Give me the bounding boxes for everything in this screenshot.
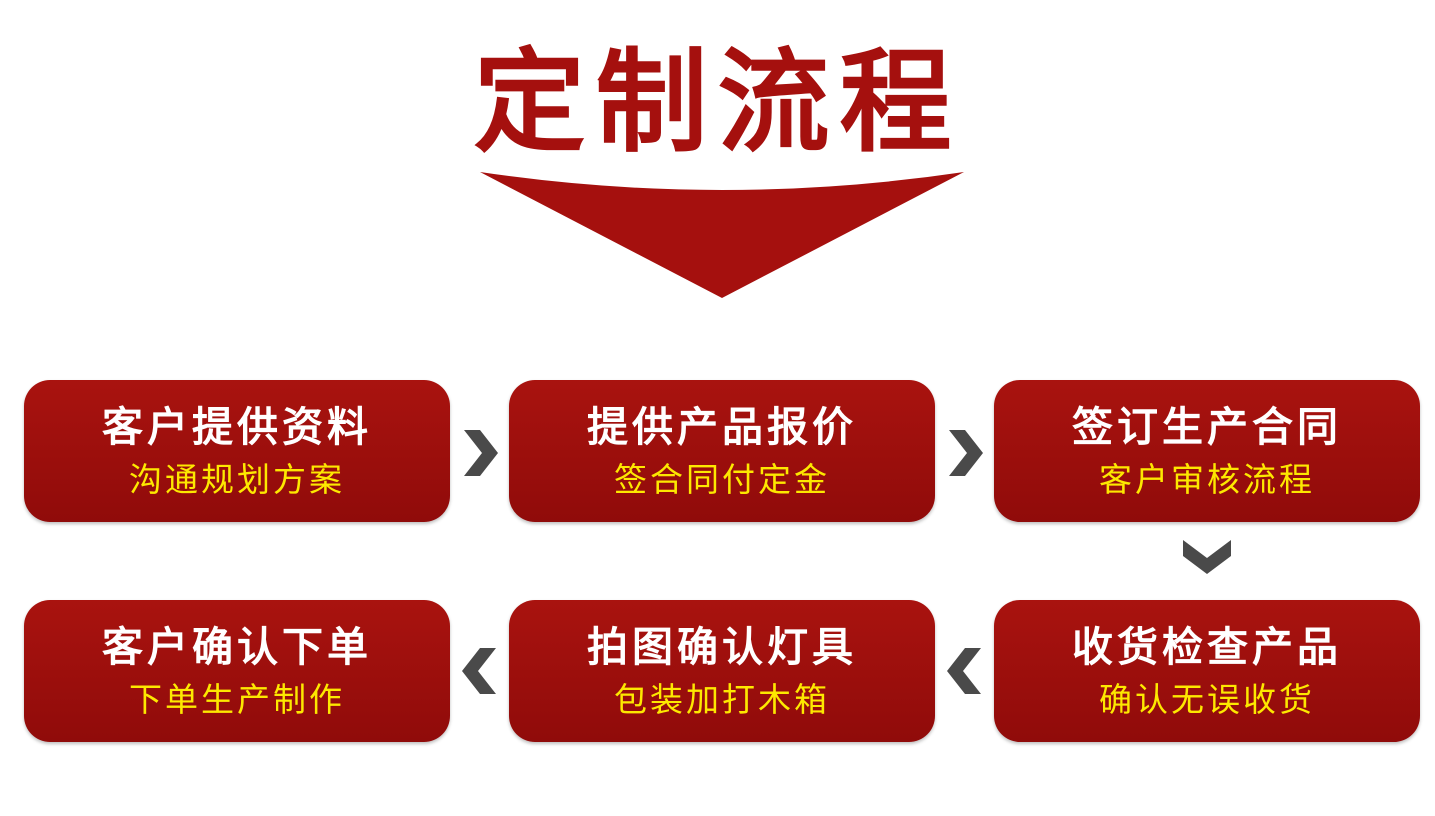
step-subtitle: 客户审核流程 — [1099, 460, 1315, 499]
page-title: 定制流程 — [473, 38, 962, 168]
step-title: 客户提供资料 — [102, 403, 372, 451]
step-subtitle: 沟通规划方案 — [129, 460, 345, 499]
step-customer-provide-materials: 客户提供资料 沟通规划方案 — [24, 380, 450, 522]
step-provide-quotation: 提供产品报价 签合同付定金 — [509, 380, 935, 522]
step-subtitle: 确认无误收货 — [1099, 680, 1315, 719]
chevron-left-icon — [462, 648, 496, 694]
step-customer-confirm-order: 客户确认下单 下单生产制作 — [24, 600, 450, 742]
step-photo-confirm-lamps: 拍图确认灯具 包装加打木箱 — [509, 600, 935, 742]
step-title: 客户确认下单 — [102, 623, 372, 671]
chevron-down-icon — [1183, 540, 1231, 574]
step-subtitle: 签合同付定金 — [614, 460, 830, 499]
step-subtitle: 包装加打木箱 — [614, 680, 830, 719]
step-subtitle: 下单生产制作 — [129, 680, 345, 719]
step-sign-production-contract: 签订生产合同 客户审核流程 — [994, 380, 1420, 522]
step-title: 收货检查产品 — [1072, 623, 1342, 671]
step-receive-inspect-products: 收货检查产品 确认无误收货 — [994, 600, 1420, 742]
step-title: 提供产品报价 — [587, 403, 857, 451]
step-title: 拍图确认灯具 — [587, 623, 857, 671]
down-triangle-icon — [480, 172, 964, 298]
chevron-left-icon — [947, 648, 981, 694]
chevron-right-icon — [949, 430, 983, 476]
chevron-right-icon — [464, 430, 498, 476]
step-title: 签订生产合同 — [1072, 403, 1342, 451]
